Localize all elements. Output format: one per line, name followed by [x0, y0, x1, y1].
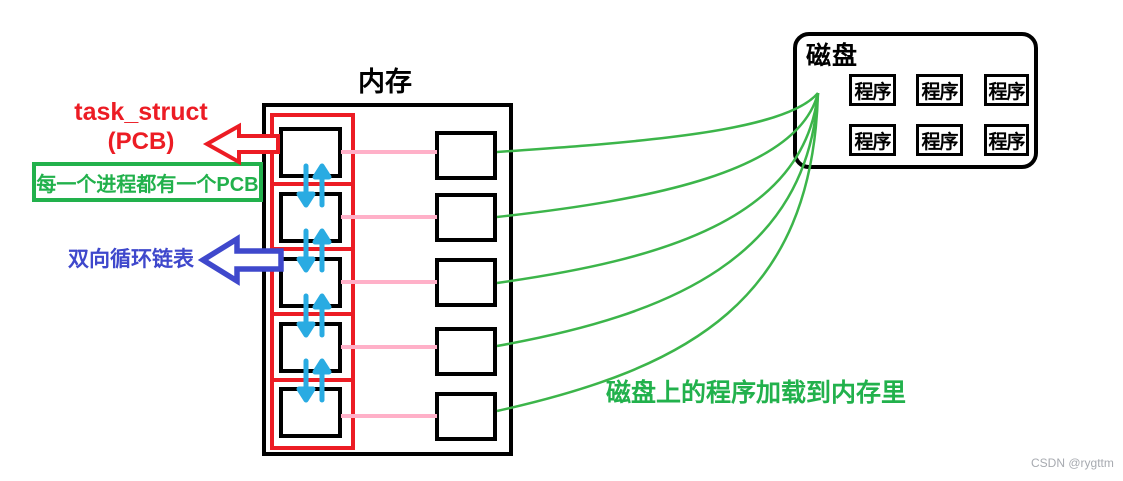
program-in-memory-box [435, 193, 497, 242]
program-in-memory-box [435, 392, 497, 441]
disk-program-box: 程序 [916, 124, 963, 156]
pcb-box [279, 322, 342, 373]
pcb-cell-divider [270, 378, 355, 382]
program-in-memory-box [435, 131, 497, 180]
disk-program-box: 程序 [984, 74, 1029, 106]
pcb-box [279, 387, 342, 438]
disk-program-box: 程序 [916, 74, 963, 106]
disk-program-box: 程序 [849, 74, 896, 106]
disk-program-box: 程序 [984, 124, 1029, 156]
disk-load-curve [496, 92, 820, 413]
memory-title: 内存 [358, 67, 412, 97]
pcb-label: (PCB) [107, 128, 175, 155]
pcb-note-text: 每一个进程都有一个PCB [36, 173, 259, 196]
load-note-label: 磁盘上的程序加载到内存里 [606, 379, 907, 407]
task-struct-label: task_struct [74, 98, 208, 126]
pcb-box [279, 257, 342, 308]
doubly-linked-list-label: 双向循环链表 [68, 248, 194, 271]
program-in-memory-box [435, 258, 497, 307]
disk-title: 磁盘 [806, 42, 859, 70]
pcb-box [279, 127, 342, 178]
disk-program-box: 程序 [849, 124, 896, 156]
watermark: CSDN @rygttm [1031, 456, 1114, 470]
pcb-note-box: 每一个进程都有一个PCB [32, 162, 263, 202]
pcb-cell-divider [270, 312, 355, 316]
pcb-cell-divider [270, 182, 355, 186]
pcb-cell-divider [270, 247, 355, 251]
program-in-memory-box [435, 327, 497, 376]
pcb-box [279, 192, 342, 243]
